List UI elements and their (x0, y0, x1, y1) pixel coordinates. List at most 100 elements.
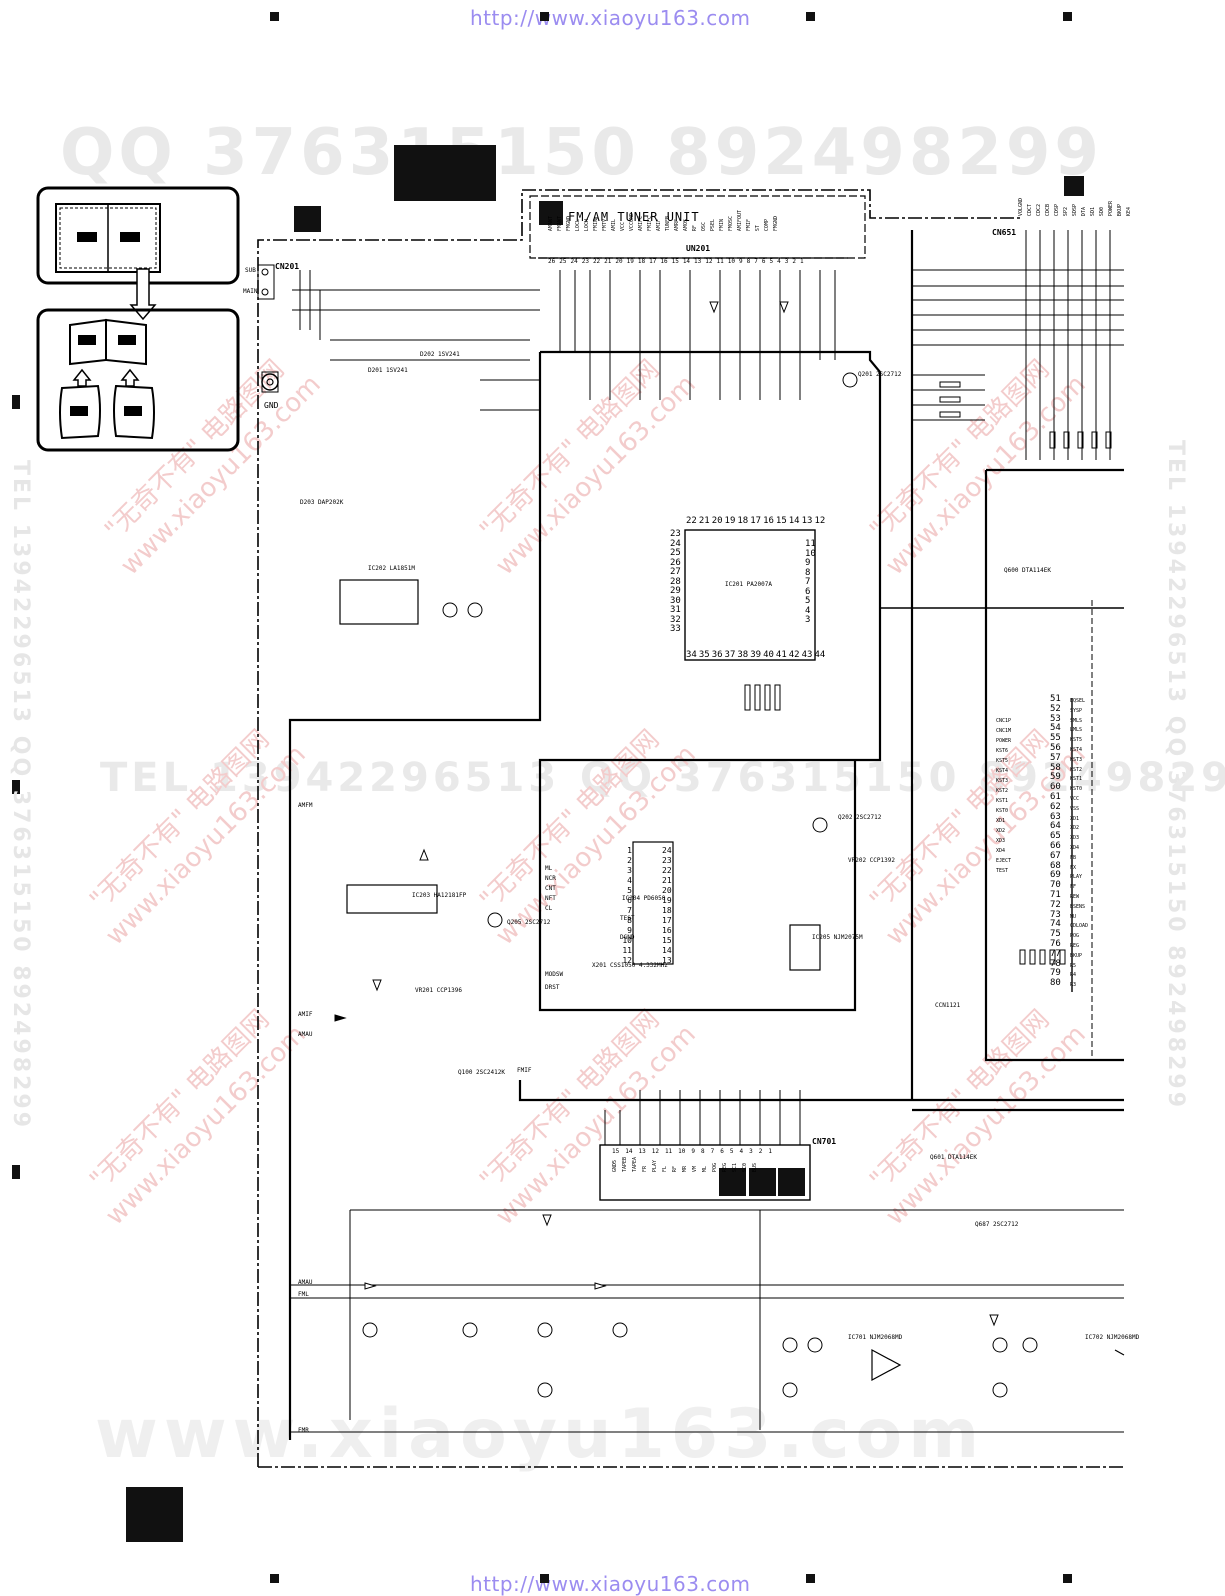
un201-pins: 26 25 24 23 22 21 20 19 18 17 16 15 14 1… (548, 258, 804, 265)
redaction-block (719, 1168, 746, 1196)
bus-label: DTA (1081, 207, 1087, 217)
signal-label: KST4 (996, 768, 1009, 774)
pin-number: 12 (814, 516, 826, 526)
pin-number: 36 (711, 650, 723, 660)
pin-label: SC0 (742, 1163, 748, 1173)
pin-number: 9 (627, 926, 632, 935)
q205-label: Q205 2SC2712 (507, 919, 551, 926)
pin-label: XD1 (1070, 815, 1080, 822)
pin-number: 33 (670, 624, 681, 634)
pin-label: KST1 (1070, 776, 1083, 783)
pin-label: COMP (764, 219, 770, 232)
q202-label: Q202 2SC2712 (838, 814, 882, 821)
pin-label: FMGND (773, 216, 779, 232)
pin-label: KST0 (1070, 786, 1083, 793)
pin-number: 3 (784, 258, 789, 265)
pin-number: 7 (754, 258, 758, 265)
pin-label: GND5 (612, 1160, 618, 1173)
q100-label: Q100 2SC2412K (458, 1069, 505, 1076)
pin-number: 54 (1050, 723, 1061, 734)
pin-number: 52 (1050, 703, 1061, 714)
ic204-signal: ML (545, 865, 553, 872)
pin-label: TAPEB (622, 1157, 628, 1173)
watermark-qq: QQ 376315150 892498299 (60, 116, 1103, 190)
pin-label: FMOSC (728, 216, 734, 232)
pin-number: 13 (662, 956, 672, 965)
pin-label: AMIFC (638, 216, 644, 232)
pin-label: VSS (1070, 805, 1080, 812)
un201-label: UN201 (686, 244, 711, 253)
ic204-signal: NFT (545, 895, 556, 902)
pin-number: 73 (1050, 909, 1061, 920)
pin-number: 27 (670, 567, 681, 577)
pin-number: 69 (1050, 870, 1061, 881)
pin-number: 4 (627, 876, 632, 885)
ic201-left-pins: 23 24 25 26 27 28 29 30 31 32 33 (670, 529, 681, 635)
top-url[interactable]: http://www.xiaoyu163.com (470, 6, 751, 30)
pin-number: 16 (662, 926, 672, 935)
pin-number: 11 (716, 258, 724, 265)
pin-number: 16 (660, 258, 668, 265)
pin-label: AMIL (611, 219, 617, 232)
pin-label: KST4 (1070, 746, 1083, 753)
cn651-labels: EQSEL SYSP SMLS LMLS KST5 KST4 KST3 KST2… (1070, 697, 1088, 991)
pin-number: 74 (1050, 919, 1061, 930)
pin-number: 22 (592, 258, 601, 265)
pin-number: 6 (720, 1148, 724, 1155)
x201-label: X201 CSS1050 4.332MHz (592, 962, 668, 969)
pin-number: 3 (627, 866, 632, 875)
pin-number: 9 (805, 558, 811, 568)
pin-label: SMLS (1070, 717, 1083, 724)
pin-label: VCCOND (629, 213, 635, 232)
ic702-label: IC702 NJM2068MD (1085, 1334, 1140, 1341)
registration-mark (12, 395, 20, 409)
pin-number: 56 (1050, 742, 1061, 753)
pin-label: BKUP (1070, 952, 1083, 959)
pin-label: FMANT (557, 216, 563, 232)
pin-number: 21 (698, 516, 710, 526)
pin-label: REG (722, 1163, 728, 1173)
ic205-label: IC205 NJM2075M (812, 934, 863, 941)
pin-number: 19 (626, 258, 634, 265)
pin-label: AMIFOUT (737, 210, 743, 232)
main-label: MAIN (243, 288, 258, 295)
pin-number: 11 (805, 539, 816, 549)
watermark-tel: TEL 13942296513 (100, 755, 561, 801)
pin-number: 6 (761, 258, 766, 265)
pin-number: 25 (559, 258, 567, 265)
pin-number: 60 (1050, 782, 1061, 793)
pin-label: VCC (620, 222, 626, 232)
bus-label: CDC2 (1036, 204, 1042, 217)
pin-number: 21 (604, 258, 612, 265)
pin-label: OSC (701, 222, 707, 232)
signal-label: KST6 (996, 748, 1009, 754)
ic202-label: IC202 LA1851M (368, 565, 415, 572)
watermark-bottom: www.xiaoyu163.com (95, 1395, 986, 1474)
pin-label: TAPEA (632, 1157, 638, 1173)
pin-label: EQSEL (1070, 698, 1086, 704)
pin-label: RF (672, 1166, 678, 1173)
pin-number: 4 (739, 1148, 744, 1155)
cn651-label: CN651 (992, 228, 1017, 237)
pin-number: 2 (758, 1148, 763, 1155)
watermark-side-left: TEL 13942296513 QQ 376315150 892498299 (8, 460, 33, 1131)
d202-label: D202 1SV241 (420, 351, 460, 358)
sub-label: SUB (245, 267, 256, 274)
pin-number: 23 (662, 856, 672, 865)
signal-label: AMFM (298, 802, 313, 809)
pin-label: AMRF (674, 219, 680, 232)
signal-label: KST3 (996, 778, 1009, 784)
pin-number: 10 (727, 258, 735, 265)
pin-number: 2 (627, 856, 632, 865)
signal-label: FMR (298, 1427, 309, 1434)
pin-label: POG (712, 1163, 718, 1173)
pin-number: 3 (749, 1148, 753, 1155)
redaction-block (294, 206, 321, 232)
registration-mark (12, 780, 20, 794)
signal-label: EJECT (996, 858, 1012, 864)
pin-number: 18 (662, 906, 672, 915)
ic203-label: IC203 HA12181FP (412, 892, 467, 899)
registration-mark (806, 12, 815, 21)
pin-number: 29 (670, 586, 681, 596)
pin-label: XD2 (1070, 825, 1080, 832)
